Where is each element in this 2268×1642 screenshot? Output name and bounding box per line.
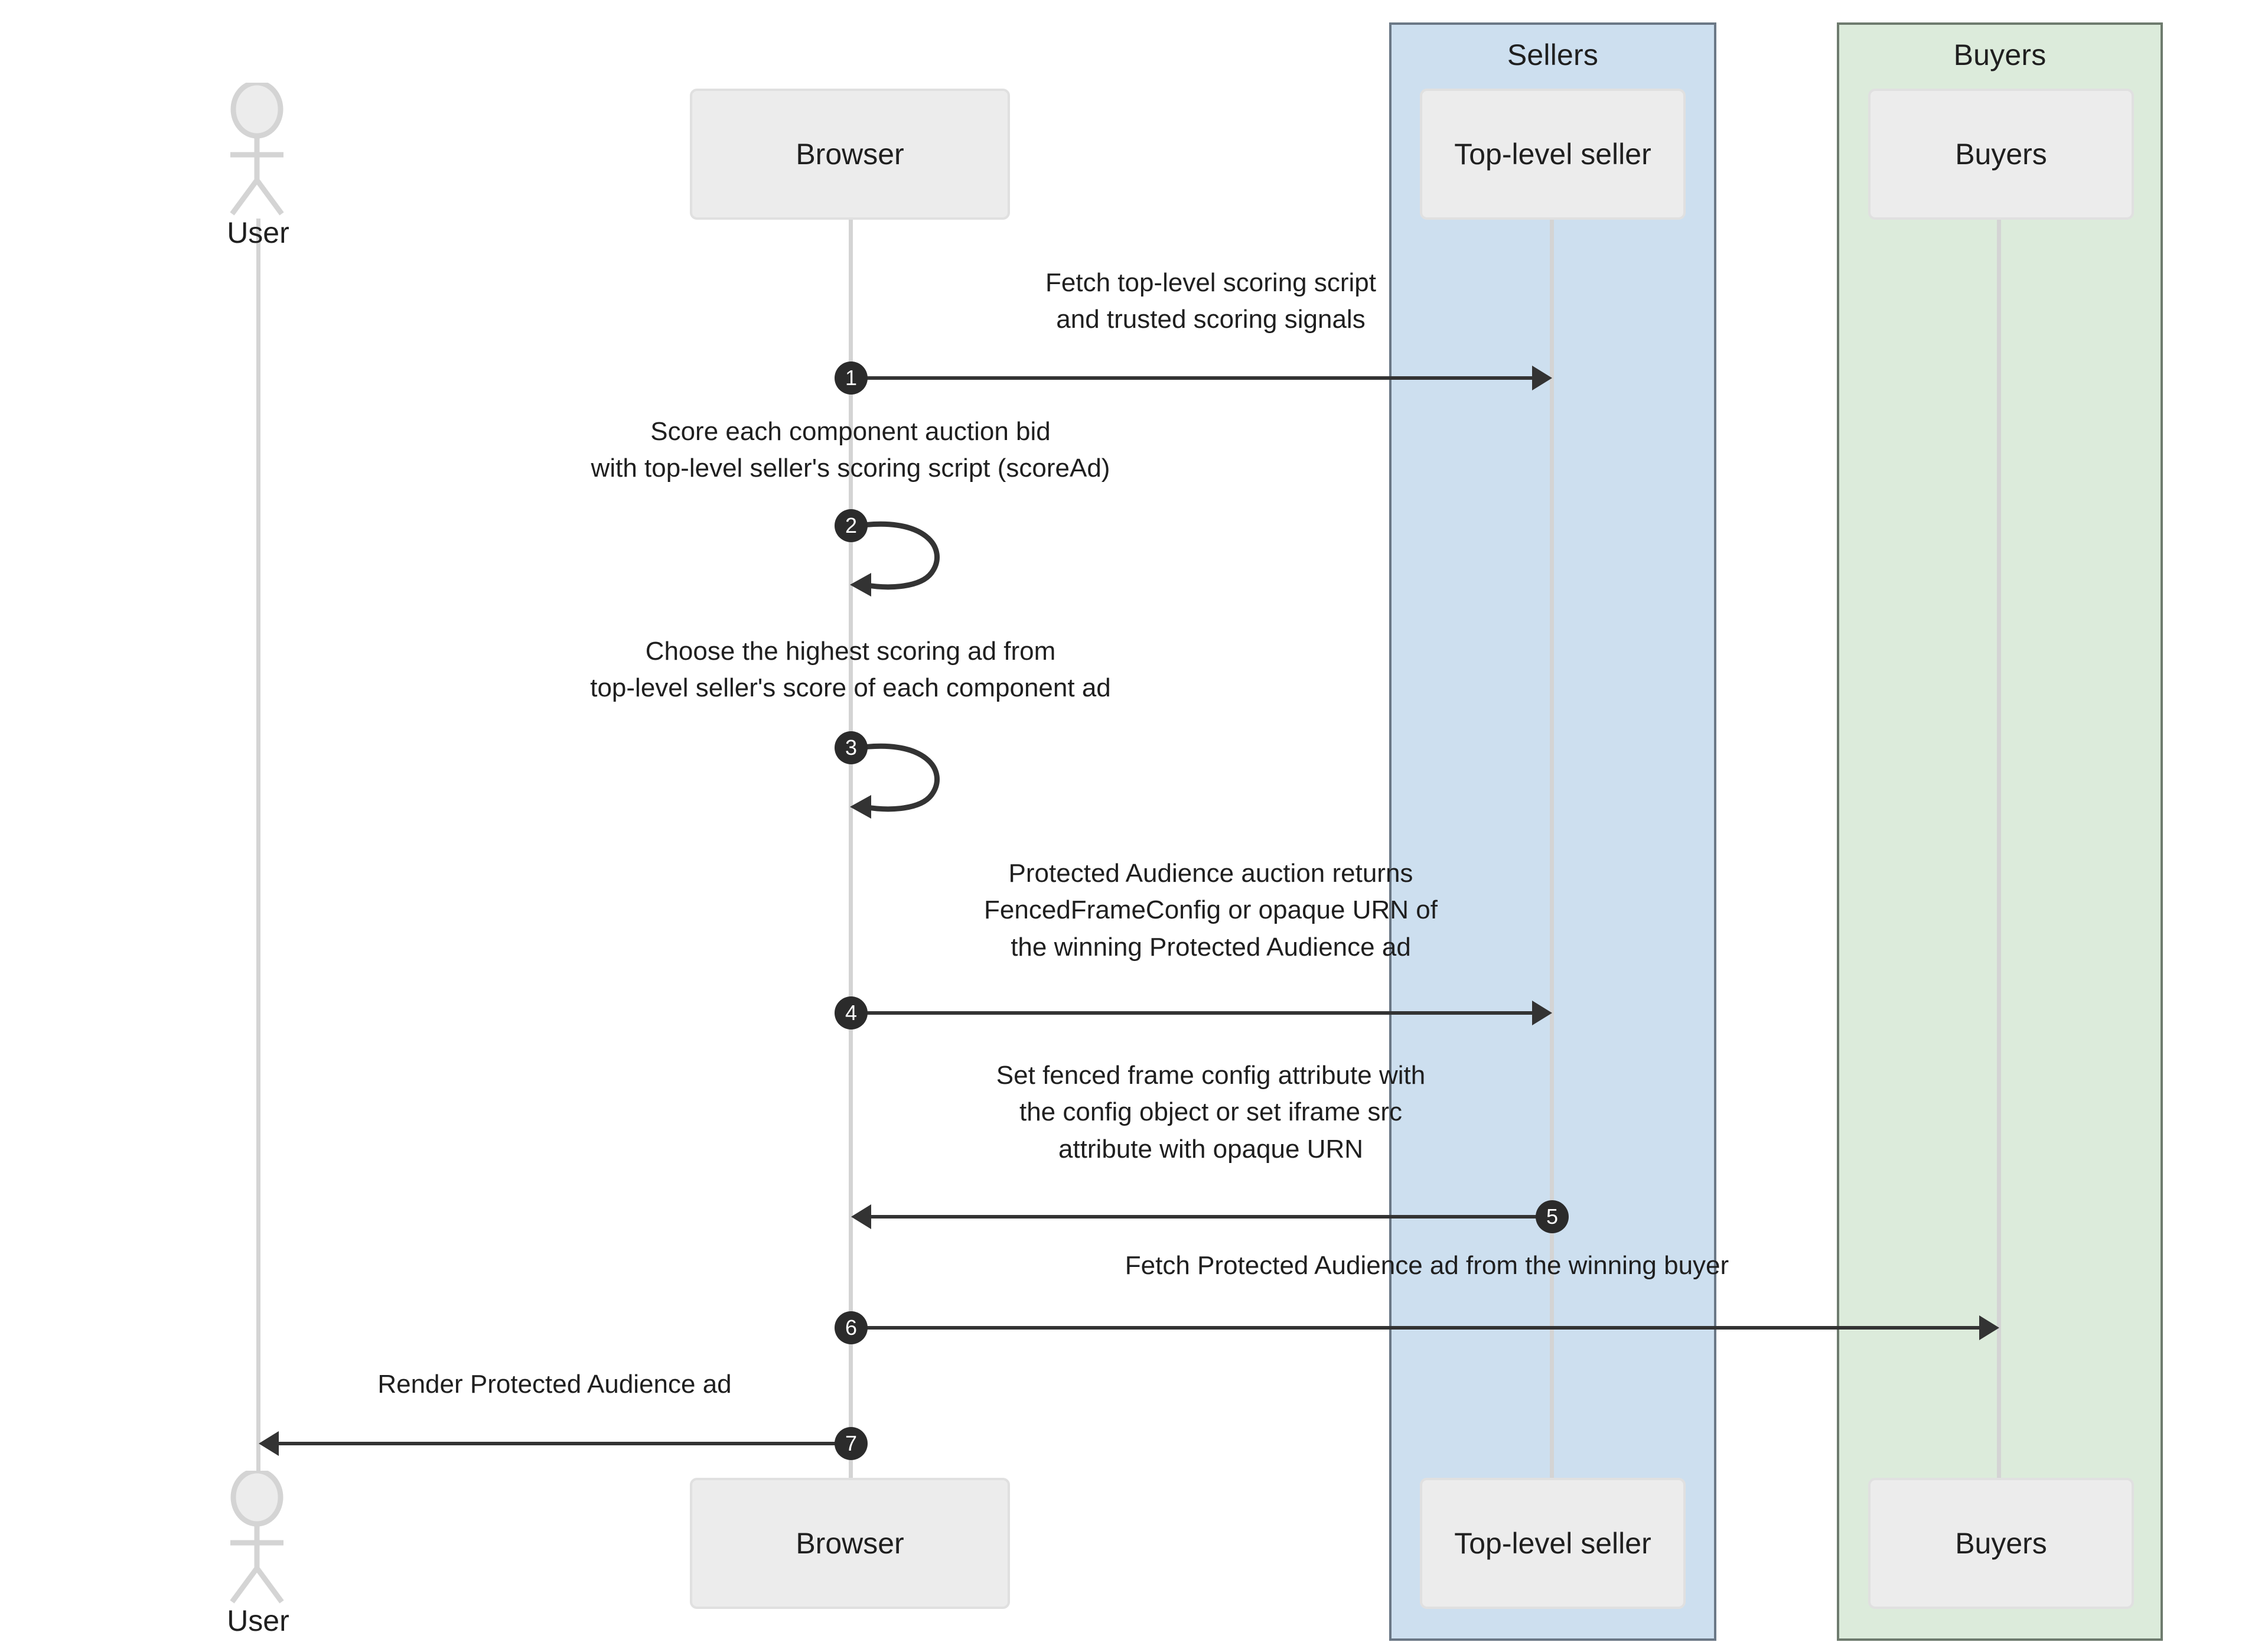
message-line-5	[871, 1215, 1553, 1219]
message-line-7	[279, 1442, 852, 1445]
lifeline-browser	[849, 220, 853, 1478]
message-label-3: Choose the highest scoring ad from top-l…	[590, 637, 1111, 703]
message-line-1	[851, 376, 1533, 380]
message-selfloop-3	[850, 743, 940, 819]
group-title-sellers: Sellers	[1507, 38, 1599, 71]
seq-badge-2: 2	[835, 509, 868, 542]
actor-label-user-bottom: User	[227, 1604, 289, 1637]
lifeline-seller	[1550, 220, 1554, 1478]
participant-seller-top[interactable]: Top-level seller	[1420, 89, 1686, 220]
seq-badge-6: 6	[835, 1311, 868, 1344]
message-label-1: Fetch top-level scoring script and trust…	[1045, 268, 1376, 334]
message-label-6: Fetch Protected Audience ad from the win…	[1125, 1251, 1729, 1280]
actor-label-user-top: User	[227, 216, 289, 249]
user-stick-figure-icon	[230, 1468, 284, 1604]
message-line-6	[851, 1326, 1980, 1330]
seq-badge-7: 7	[835, 1427, 868, 1460]
message-arrowhead-6	[1979, 1315, 1999, 1340]
participant-browser-bottom[interactable]: Browser	[690, 1478, 1010, 1609]
message-label-5: Set fenced frame config attribute with t…	[996, 1061, 1426, 1164]
actor-user-bottom	[207, 1468, 307, 1610]
seq-badge-4: 4	[835, 996, 868, 1029]
lifeline-user	[256, 219, 260, 1477]
lifeline-buyer	[1997, 220, 2001, 1478]
message-label-7: Render Protected Audience ad	[377, 1370, 732, 1399]
participant-browser-top[interactable]: Browser	[690, 89, 1010, 220]
seq-badge-1: 1	[835, 361, 868, 395]
user-stick-figure-icon	[230, 80, 284, 216]
message-label-4: Protected Audience auction returns Fence…	[984, 859, 1438, 962]
message-label-2: Score each component auction bid with to…	[591, 417, 1110, 483]
participant-buyer-top[interactable]: Buyers	[1868, 89, 2134, 220]
participant-seller-bottom[interactable]: Top-level seller	[1420, 1478, 1686, 1609]
participant-buyer-bottom[interactable]: Buyers	[1868, 1478, 2134, 1609]
seq-badge-3: 3	[835, 731, 868, 764]
message-arrowhead-1	[1532, 366, 1552, 390]
message-selfloop-2	[850, 521, 940, 597]
message-arrowhead-4	[1532, 1001, 1552, 1025]
message-arrowhead-5	[851, 1204, 871, 1229]
actor-user-top	[207, 80, 307, 221]
message-arrowhead-7	[259, 1431, 279, 1456]
message-line-4	[851, 1011, 1533, 1015]
seq-badge-5: 5	[1536, 1200, 1569, 1233]
group-title-buyers: Buyers	[1953, 38, 2047, 71]
